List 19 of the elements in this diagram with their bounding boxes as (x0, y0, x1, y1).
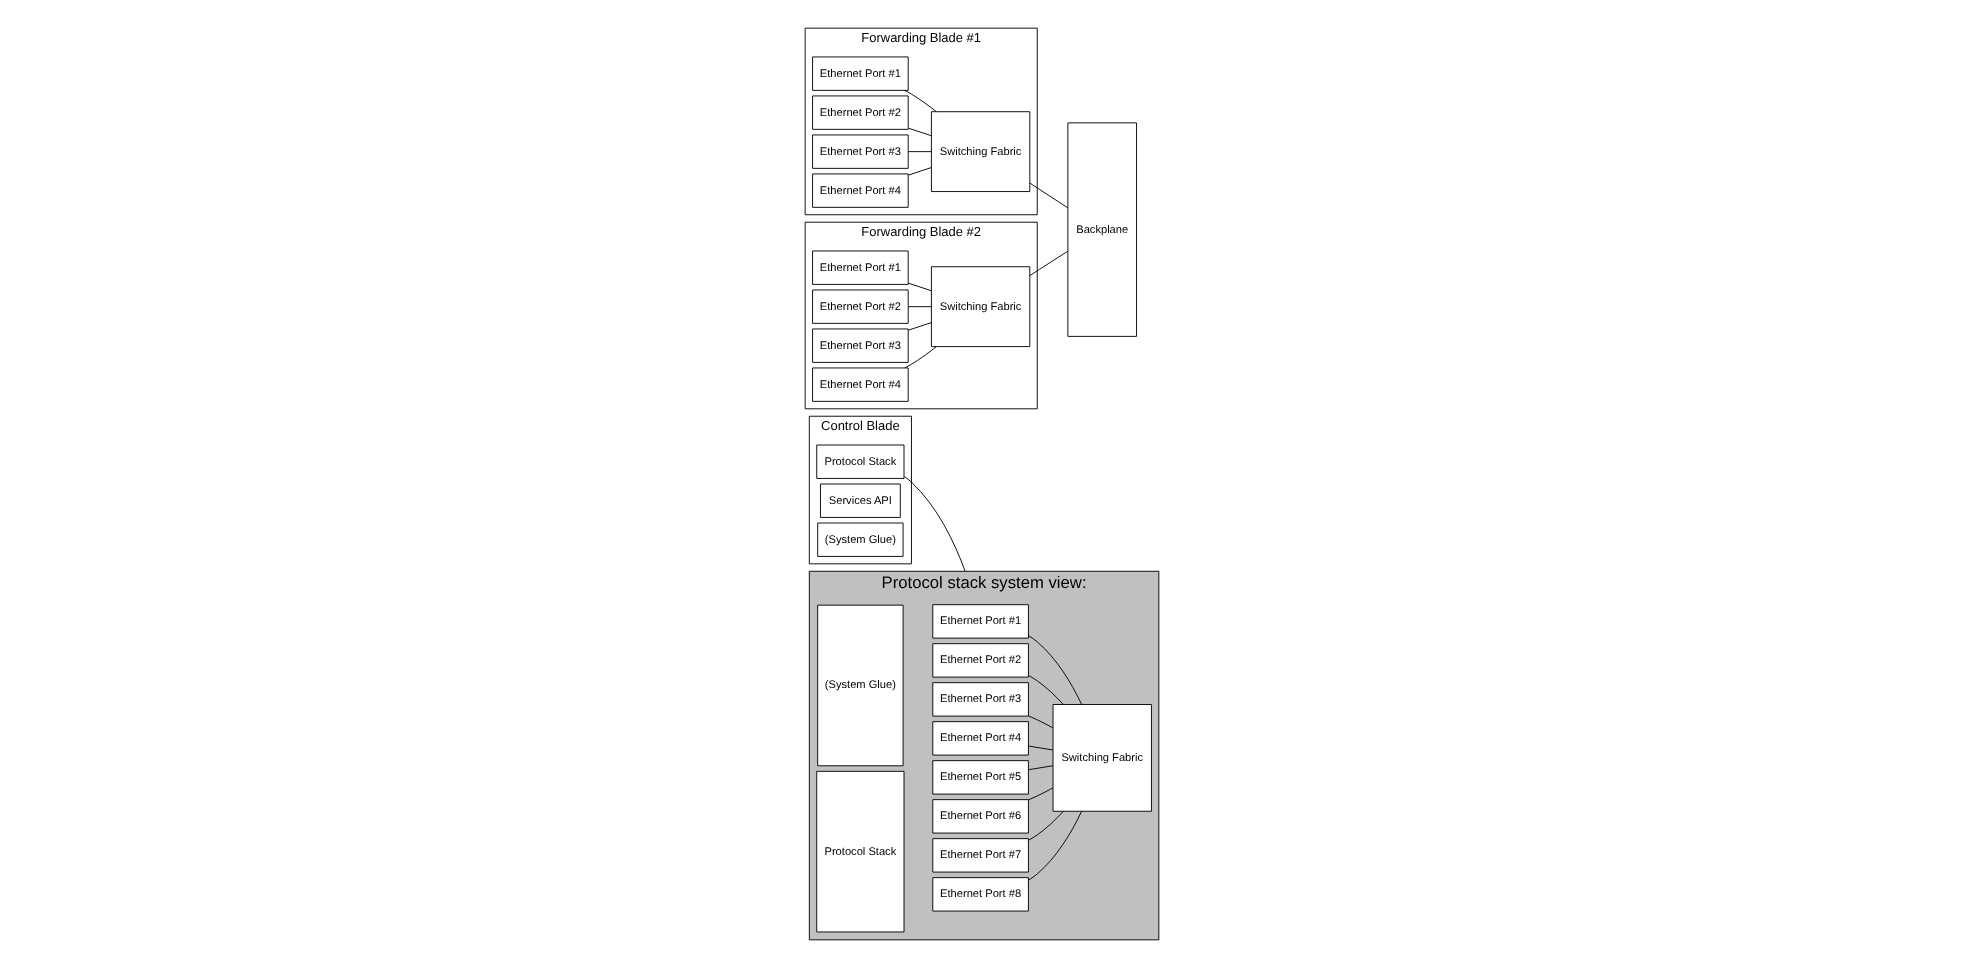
connector (906, 127, 931, 137)
connector (1027, 810, 1082, 881)
connector (1028, 250, 1068, 277)
connector (903, 346, 936, 369)
connector (902, 476, 965, 572)
connector (906, 306, 931, 308)
connector (906, 151, 931, 153)
connector (906, 322, 931, 331)
connector (906, 282, 931, 292)
connector (903, 89, 936, 112)
connector (906, 167, 931, 176)
connector (1027, 635, 1082, 705)
connector (1027, 765, 1053, 771)
connector (1027, 810, 1063, 841)
connector (1028, 182, 1068, 209)
connector (1027, 675, 1063, 705)
connector (1027, 745, 1053, 751)
connector (1027, 787, 1053, 801)
connector (1027, 715, 1053, 729)
